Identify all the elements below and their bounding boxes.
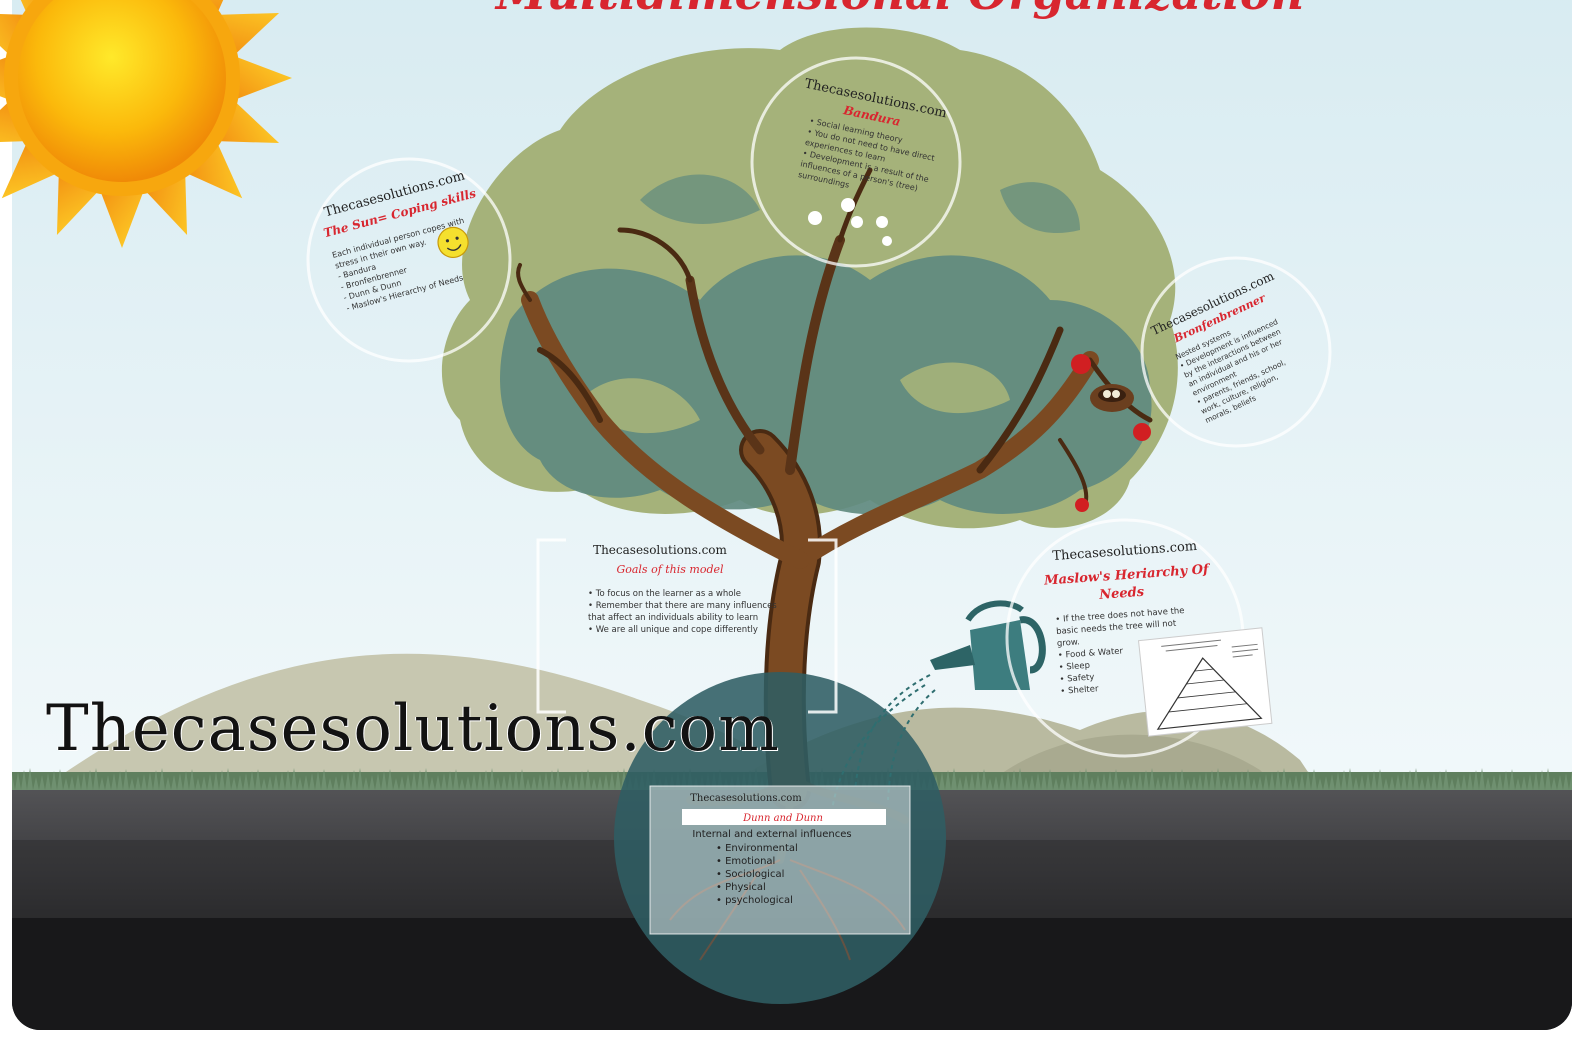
pyramid-diagram-icon [1137,627,1273,737]
apples [1071,354,1151,512]
presentation-title: Multidimensional Organization [470,0,1330,20]
bird-nest-icon [1090,384,1134,412]
maslow-line: • Safety [1059,672,1095,684]
roots-circle [614,672,946,1004]
goals-line: • We are all unique and cope differently [588,625,758,635]
bubble-dunn: Thecasesolutions.com Dunn and Dunn Inter… [649,785,911,935]
goals-line: • To focus on the learner as a whole [588,589,741,599]
goals-brackets [536,538,838,714]
dunn-site-label: Thecasesolutions.com [690,793,802,804]
maslow-line: • Sleep [1058,661,1090,673]
goals-line: • Remember that there are many influence… [588,601,777,611]
goals-line: that affect an individuals ability to le… [588,613,758,623]
tree-foliage [441,27,1178,529]
flower-blossoms-icon [808,198,892,246]
smiley-sun-icon [437,226,469,259]
watering-can-icon [930,600,1046,690]
maslow-heading-2: Needs [1098,585,1145,603]
water-stream [831,674,936,811]
watermark-text: Thecasesolutions.com [46,692,780,766]
dunn-line: • Physical [716,882,766,893]
dunn-line: • Sociological [716,869,784,880]
dunn-heading: Dunn and Dunn [742,813,823,824]
dunn-line: • psychological [716,895,793,906]
dunn-intro: Internal and external influences [692,829,851,840]
dunn-line: • Environmental [716,843,798,854]
maslow-line: grow. [1057,637,1080,649]
goals-heading: Goals of this model [616,563,724,576]
maslow-line: • Shelter [1060,684,1099,697]
maslow-line: • Food & Water [1058,646,1124,661]
goals-site-label: Thecasesolutions.com [593,543,727,557]
bubble-goals: Thecasesolutions.com Goals of this model… [588,543,777,635]
dunn-line: • Emotional [716,856,775,867]
sun-icon [0,0,292,248]
